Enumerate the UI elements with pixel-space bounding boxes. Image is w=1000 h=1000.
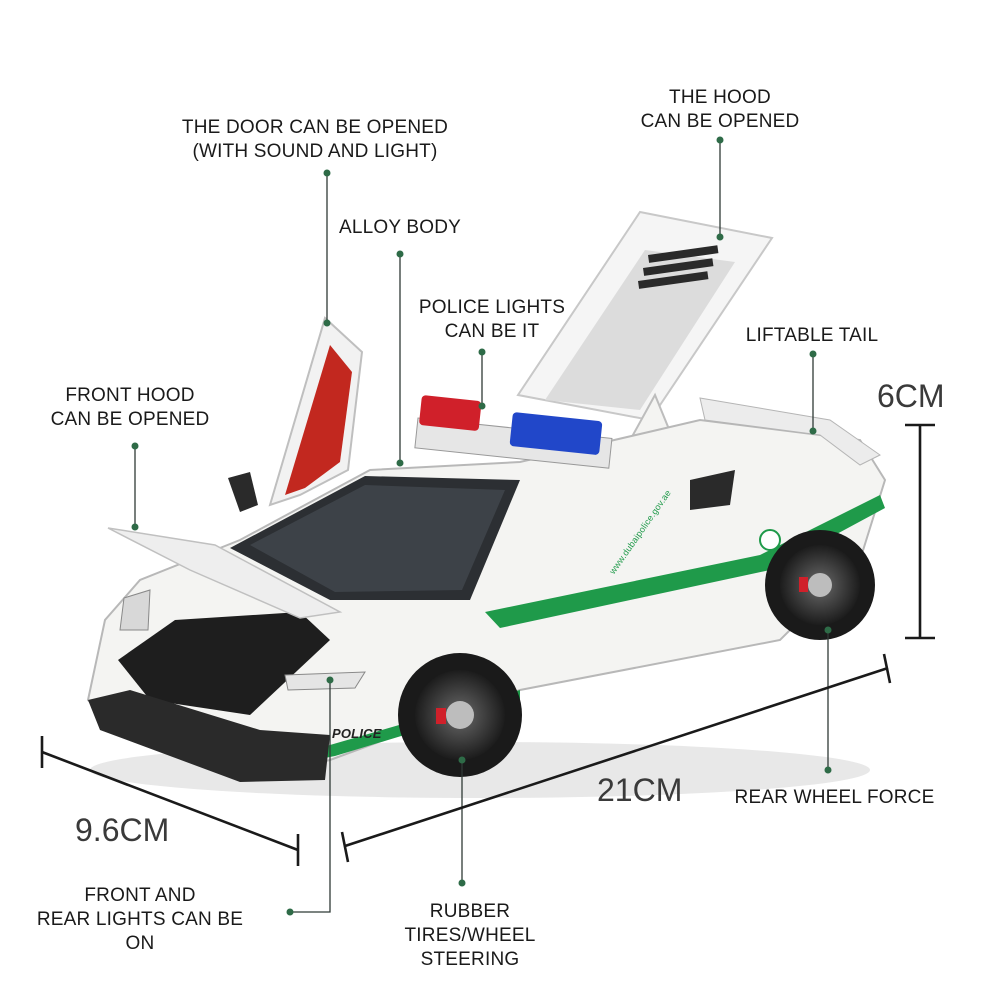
car-body — [86, 397, 887, 782]
width-dimension-label: 9.6CM — [75, 812, 170, 848]
width-dim-line — [41, 750, 299, 852]
rear-wheel — [765, 530, 875, 640]
callout-hood: THE HOOD CAN BE OPENED — [640, 87, 800, 132]
callout-leader-lines — [134, 140, 829, 913]
callout-front-hood: FRONT HOOD CAN BE OPENED — [50, 385, 210, 430]
callout-tires: RUBBER TIRES/WHEEL STEERING — [404, 901, 536, 970]
height-dimension-label: 6CM — [877, 378, 945, 414]
police-decal: POLICE — [332, 726, 382, 741]
callout-liftable-tail: LIFTABLE TAIL — [745, 325, 879, 346]
length-dim-line — [344, 666, 889, 848]
length-dimension-label: 21CM — [597, 772, 683, 808]
callout-alloy-body: ALLOY BODY — [338, 217, 462, 238]
open-left-door — [228, 316, 364, 512]
callout-door: THE DOOR CAN BE OPENED (WITH SOUND AND L… — [181, 117, 449, 162]
callout-dots — [131, 136, 832, 916]
dimension-lines — [40, 423, 935, 866]
callout-rear-wheel: REAR WHEEL FORCE — [734, 787, 935, 808]
front-wheel — [398, 653, 522, 777]
lights-leader — [290, 680, 331, 913]
police-light-bar — [414, 395, 613, 469]
raised-rear-hood — [516, 210, 774, 422]
callout-lights: FRONT AND REAR LIGHTS CAN BE ON — [36, 885, 244, 954]
callout-police-lights: POLICE LIGHTS CAN BE IT — [418, 297, 566, 342]
